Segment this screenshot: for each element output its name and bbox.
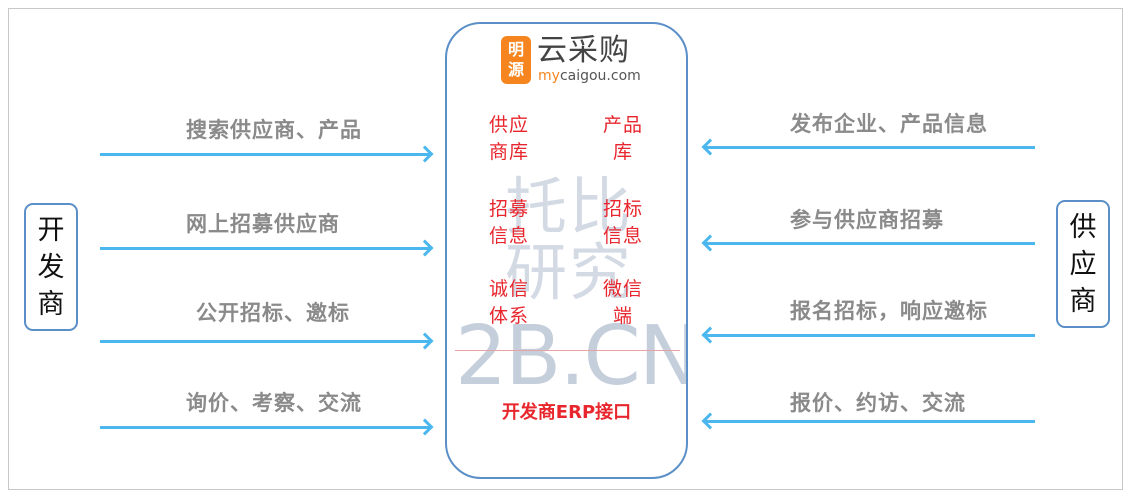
erp-interface-label: 开发商ERP接口	[501, 402, 632, 423]
left-arrow-4	[100, 418, 434, 436]
right-arrow-1	[701, 138, 1035, 156]
logo-url-prefix: my	[538, 68, 560, 84]
right-arrow-2	[701, 234, 1035, 252]
left-arrow-1	[100, 145, 434, 163]
feature-credit-system: 诚信体系	[488, 278, 529, 327]
right-flow-label-1: 发布企业、产品信息	[790, 112, 988, 136]
right-arrow-4	[701, 412, 1035, 430]
feature-product-library: 产品库	[602, 114, 643, 163]
logo-url-domain: caigou.com	[559, 68, 641, 84]
feature-supplier-library: 供应商库	[488, 114, 529, 163]
platform-device: 托 比 研 究 2B.CN 明 源 云采购 mycaigou.com 供应商库 …	[445, 22, 688, 479]
right-flow-label-3: 报名招标，响应邀标	[790, 299, 988, 323]
developer-char-3: 商	[37, 288, 65, 320]
supplier-char-1: 供	[1069, 211, 1097, 243]
logo-badge-char-2: 源	[507, 60, 524, 79]
supplier-char-3: 商	[1069, 285, 1097, 317]
right-arrow-3	[701, 326, 1035, 344]
left-arrow-3	[100, 332, 434, 350]
left-flow-label-2: 网上招募供应商	[186, 212, 340, 236]
logo-name: 云采购	[537, 33, 630, 68]
logo-url: mycaigou.com	[538, 68, 641, 84]
right-flow-label-2: 参与供应商招募	[790, 208, 944, 232]
feature-tender-info: 招标信息	[602, 198, 643, 247]
supplier-char-2: 应	[1069, 248, 1097, 280]
logo-badge: 明 源	[501, 36, 531, 84]
left-flow-label-4: 询价、考察、交流	[186, 391, 362, 415]
left-flow-label-1: 搜索供应商、产品	[186, 118, 362, 142]
left-flow-label-3: 公开招标、邀标	[196, 301, 350, 325]
feature-recruitment-info: 招募信息	[488, 198, 529, 247]
right-flow-label-4: 报价、约访、交流	[790, 391, 966, 415]
developer-box: 开 发 商	[24, 203, 78, 331]
developer-char-2: 发	[37, 251, 65, 283]
feature-wechat: 微信端	[602, 278, 643, 327]
supplier-box: 供 应 商	[1056, 200, 1110, 328]
developer-char-1: 开	[37, 214, 65, 246]
logo-badge-char-1: 明	[507, 40, 524, 59]
left-arrow-2	[100, 239, 434, 257]
divider	[455, 350, 680, 351]
